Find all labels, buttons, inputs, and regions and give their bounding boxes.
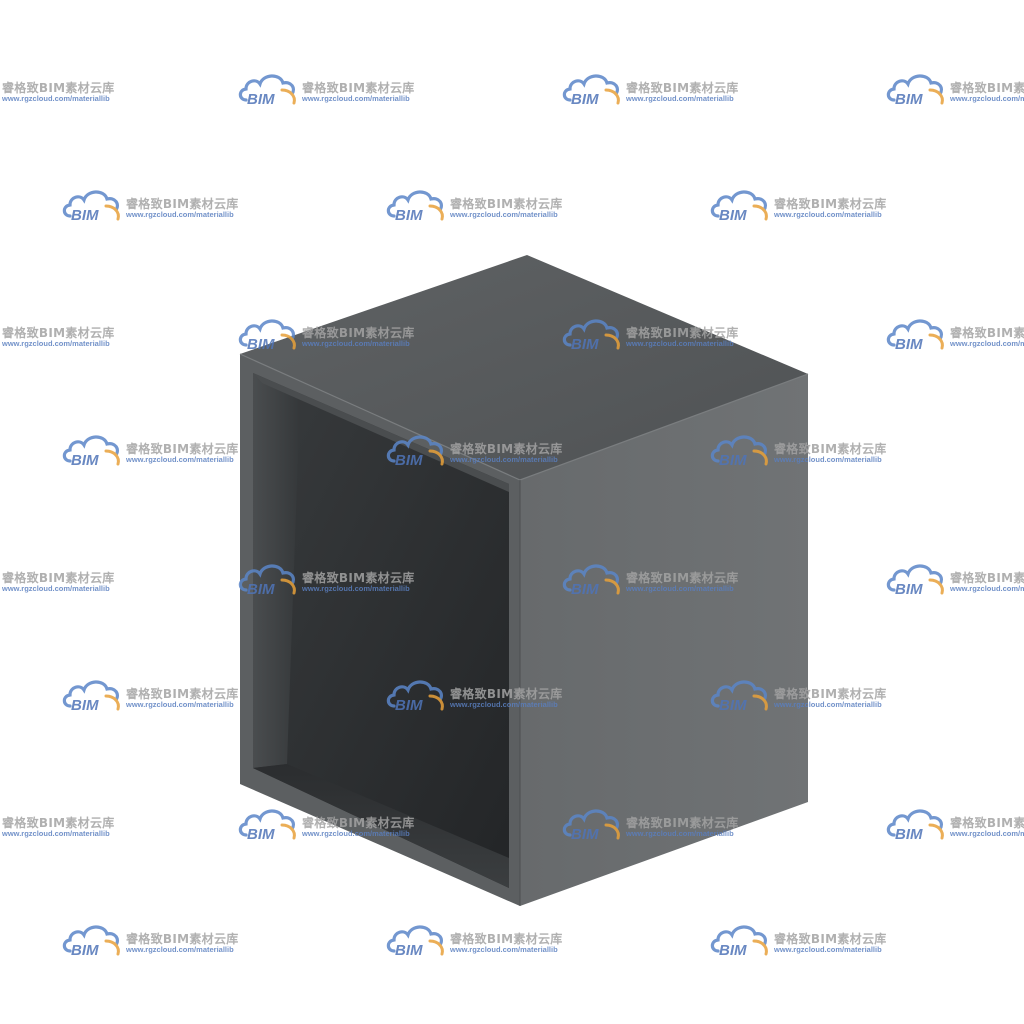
tube-inner-cavity xyxy=(253,373,509,888)
tube-right-face xyxy=(520,374,808,906)
tube-inner-top-lip xyxy=(253,373,509,492)
tube-inner-bottom-wall xyxy=(253,764,509,888)
tube-top-face xyxy=(240,255,808,480)
